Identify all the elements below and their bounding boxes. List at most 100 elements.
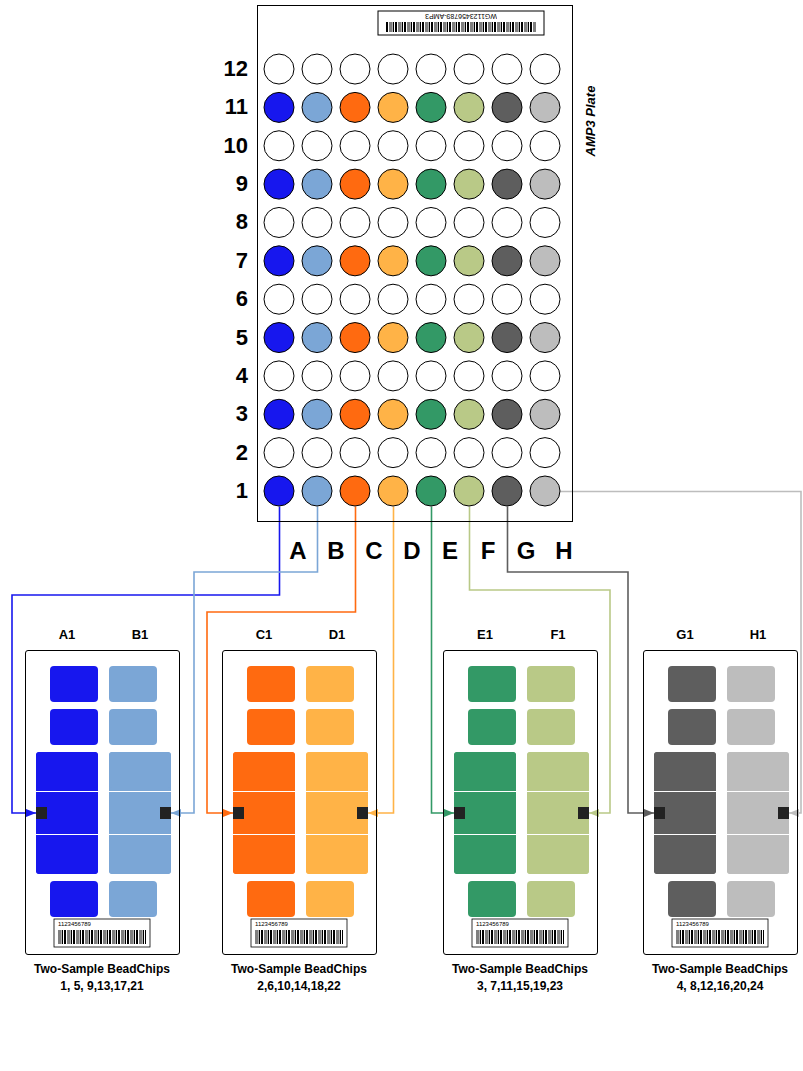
plate-well <box>454 207 484 237</box>
plate-well <box>492 131 522 161</box>
plate-well <box>378 438 408 468</box>
plate-well <box>454 361 484 391</box>
plate-well <box>302 131 332 161</box>
row-number: 3 <box>196 401 248 427</box>
plate-well <box>416 284 446 314</box>
section-divider <box>527 791 589 792</box>
column-label: B1 <box>109 627 171 643</box>
sample-band <box>727 752 789 874</box>
sample-section <box>727 752 789 788</box>
sample-flow-arrow <box>508 507 655 814</box>
plate-well <box>378 361 408 391</box>
plate-well <box>492 92 522 122</box>
plate-well <box>454 323 484 353</box>
chip-port <box>778 807 789 819</box>
sample-section <box>527 709 575 745</box>
chip-barcode-label <box>472 919 568 947</box>
chip-sample-column: B1 <box>109 627 171 917</box>
column-letter: D <box>400 537 424 564</box>
barcode-bars <box>386 22 536 32</box>
row-number: 8 <box>196 209 248 235</box>
sample-section <box>654 752 716 788</box>
sample-section <box>306 752 368 788</box>
plate-well <box>378 476 408 506</box>
plate-well <box>492 246 522 276</box>
plate-well <box>492 438 522 468</box>
row-number: 11 <box>196 94 248 120</box>
section-divider <box>233 834 295 835</box>
section-divider <box>233 791 295 792</box>
plate-well <box>264 476 294 506</box>
sample-section <box>306 666 354 702</box>
column-label: F1 <box>527 627 589 643</box>
plate-well <box>492 399 522 429</box>
sample-section <box>668 881 716 917</box>
section-divider <box>454 791 516 792</box>
chip-port <box>233 807 244 819</box>
chip-sample-column: C1 <box>233 627 295 917</box>
plate-well <box>416 207 446 237</box>
column-letter: A <box>286 537 310 564</box>
plate-well <box>340 476 370 506</box>
barcode-text: 1123456789 <box>672 920 768 928</box>
sample-band <box>109 752 171 874</box>
chip-sample-column: D1 <box>306 627 368 917</box>
chip-port <box>357 807 368 819</box>
plate-well <box>530 438 560 468</box>
plate-well <box>530 169 560 199</box>
sample-sections <box>454 627 516 917</box>
plate-well <box>264 438 294 468</box>
plate-well <box>454 169 484 199</box>
row-number: 10 <box>196 133 248 159</box>
sample-section <box>654 795 716 831</box>
sample-band <box>654 752 716 874</box>
plate-well <box>340 284 370 314</box>
sample-band <box>36 752 98 874</box>
plate-well <box>454 284 484 314</box>
plate-well <box>530 207 560 237</box>
plate-well <box>492 169 522 199</box>
sample-section <box>727 666 775 702</box>
plate-well <box>378 54 408 84</box>
row-number: 9 <box>196 171 248 197</box>
plate-well <box>416 131 446 161</box>
sample-section <box>109 881 157 917</box>
plate-well <box>340 399 370 429</box>
sample-section <box>527 795 589 831</box>
sample-section <box>109 795 171 831</box>
sample-flow-arrow <box>171 507 318 814</box>
plate-well <box>340 246 370 276</box>
plate-well <box>530 361 560 391</box>
sample-section <box>247 881 295 917</box>
plate-well <box>530 476 560 506</box>
sample-section <box>527 666 575 702</box>
plate-well <box>378 284 408 314</box>
barcode-bars <box>58 930 146 944</box>
plate-well <box>340 169 370 199</box>
sample-section <box>306 709 354 745</box>
plate-well <box>416 361 446 391</box>
plate-well <box>378 246 408 276</box>
plate-well <box>302 92 332 122</box>
sample-section <box>527 838 589 874</box>
sample-section <box>233 838 295 874</box>
chip-barcode-label <box>54 919 150 947</box>
sample-sections <box>233 627 295 917</box>
sample-band <box>306 752 368 874</box>
plate-well <box>378 92 408 122</box>
chip-barcode-label <box>251 919 347 947</box>
sample-section <box>454 795 516 831</box>
section-divider <box>654 834 716 835</box>
plate-well <box>530 399 560 429</box>
sample-section <box>247 666 295 702</box>
sample-section <box>109 709 157 745</box>
chip-port <box>160 807 171 819</box>
column-letter: E <box>438 537 462 564</box>
sample-section <box>36 752 98 788</box>
plate-well <box>416 54 446 84</box>
sample-section <box>109 838 171 874</box>
sample-flow-arrow <box>561 492 802 814</box>
chip-port <box>578 807 589 819</box>
column-label: E1 <box>454 627 516 643</box>
